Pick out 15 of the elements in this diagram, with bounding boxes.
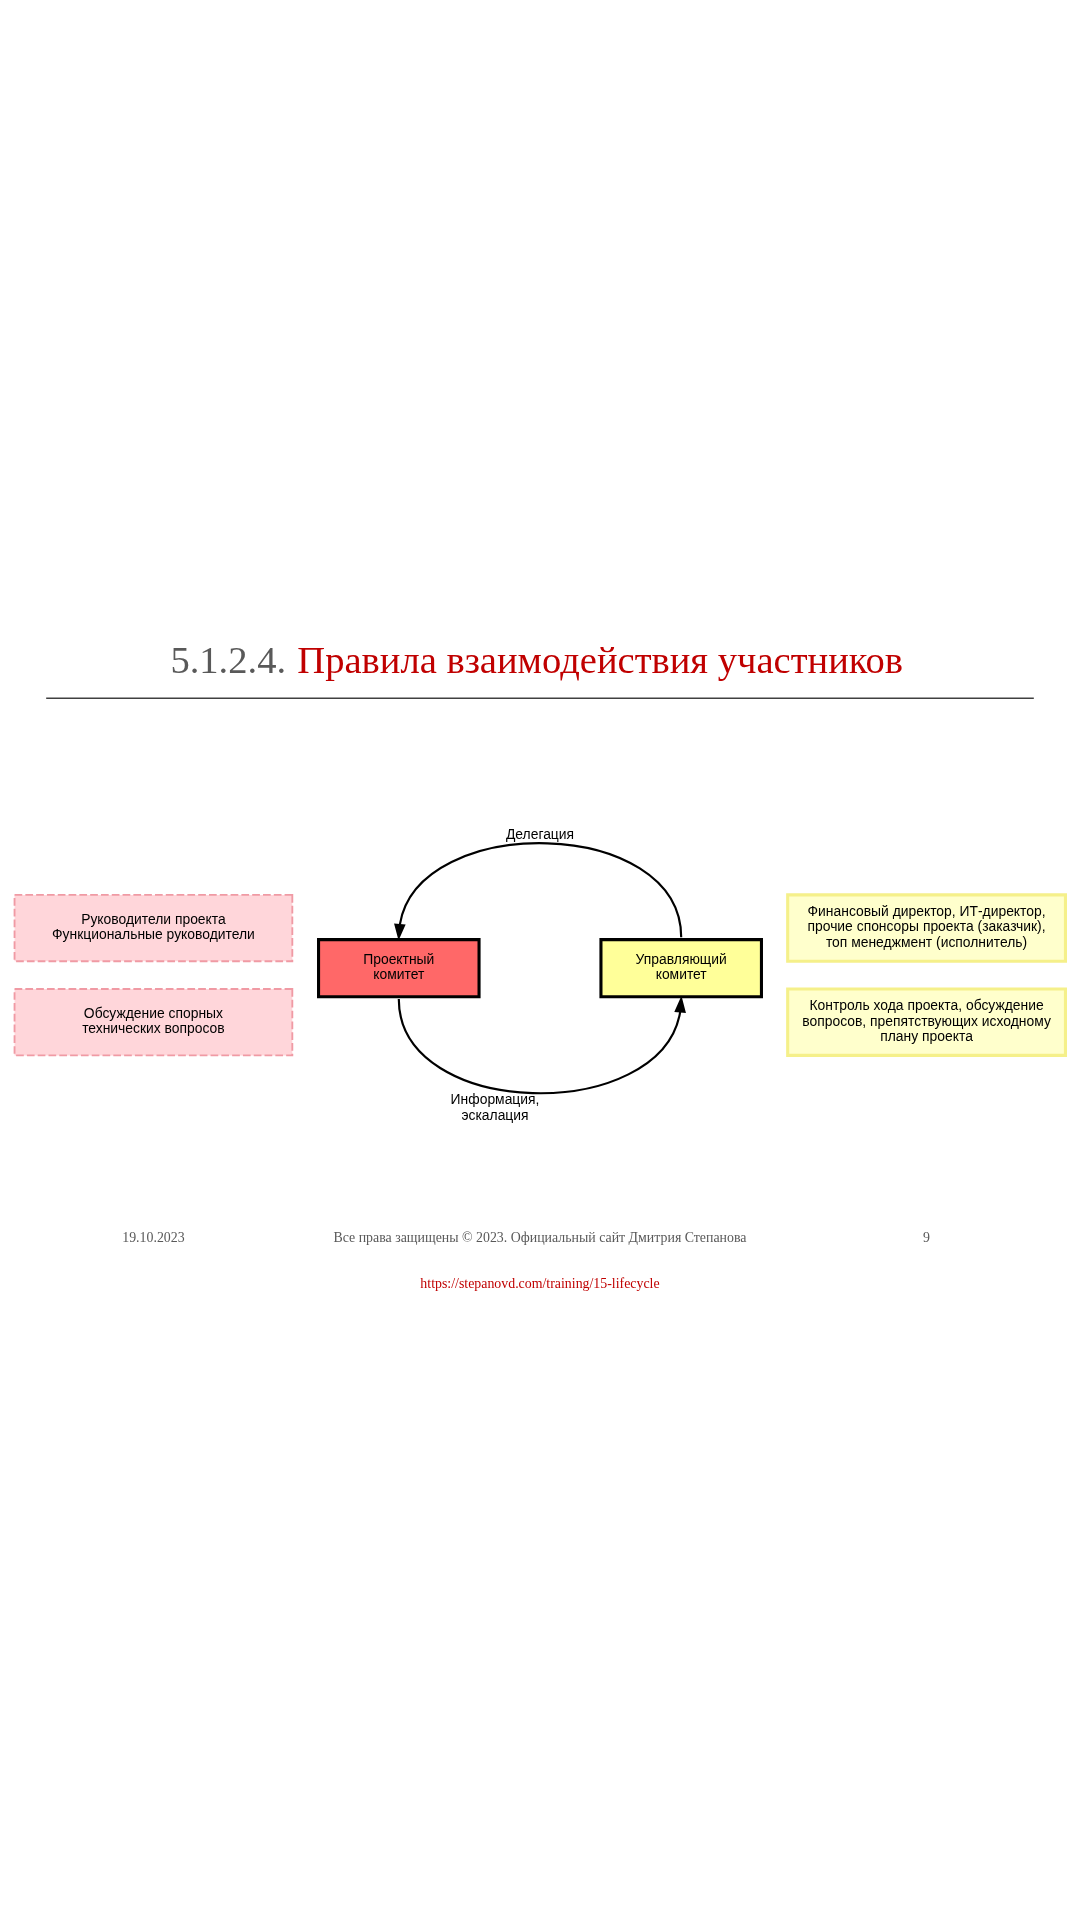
node-box: Финансовый директор, ИТ-директор, прочие спонсоры проекта (заказчик), топ менеджмент (исполнитель) <box>786 892 1067 963</box>
node-box: Контроль хода проекта, обсуждение вопросов, препятствующих исходному плану проекта <box>786 987 1067 1057</box>
edge-label: Информация, эскалация <box>450 1090 540 1123</box>
label: 9 <box>923 1229 931 1245</box>
edge-label: Делегация <box>505 825 575 842</box>
node-box: Обсуждение спорных технических вопросов <box>13 987 294 1056</box>
label: https://stepanovd.com/training/15-lifecycle <box>420 1275 660 1291</box>
node-box: Проектный комитет <box>317 937 481 998</box>
node-box: Управляющий комитет <box>599 937 763 998</box>
diagram-title: 5.1.2.4. Правила взаимодействия участников <box>170 638 904 681</box>
arrow <box>394 841 683 941</box>
label: 19.10.2023 <box>122 1229 185 1245</box>
node-box: Руководители проекта Функциональные руководители <box>13 893 294 962</box>
label: Все права защищены © 2023. Официальный сайт Дмитрия Степанова <box>333 1229 747 1245</box>
arrow <box>397 995 686 1094</box>
